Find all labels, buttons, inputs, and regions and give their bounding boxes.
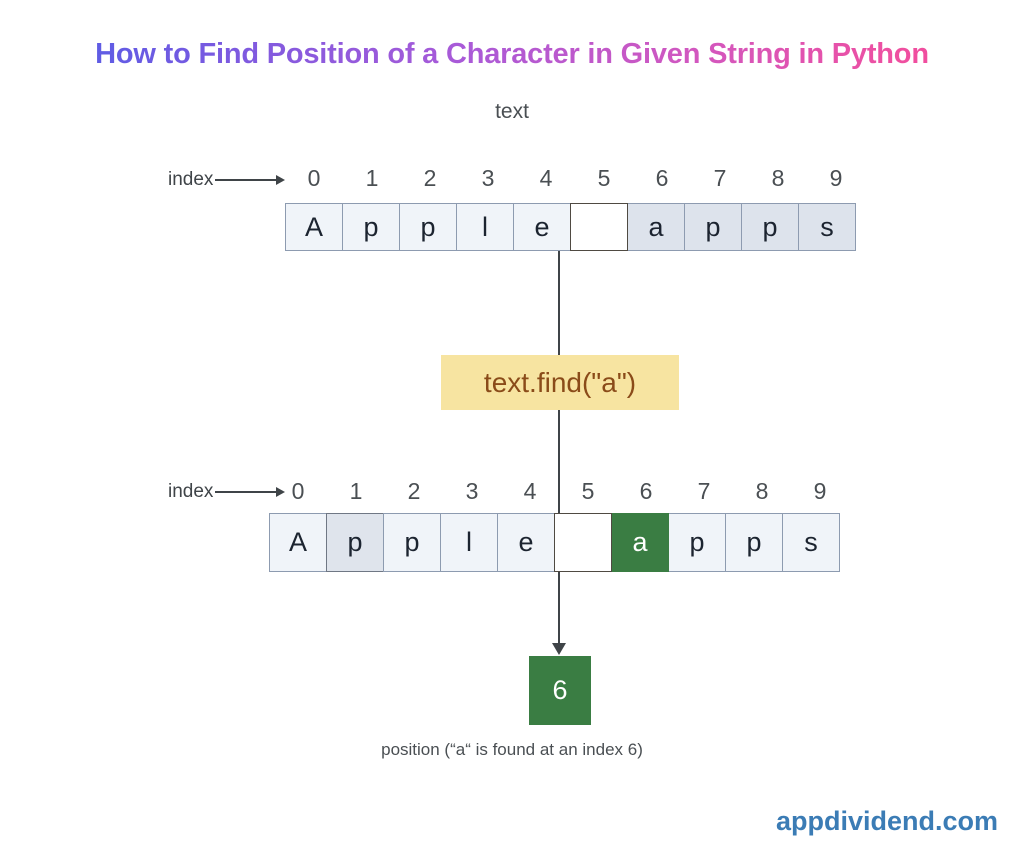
result-index-box: 6 [529,656,591,725]
index-number-2: 2 [423,165,437,191]
index-number-0: 0 [291,478,305,504]
index-number-4: 4 [523,478,537,504]
connector-line-to-result-box [558,572,560,644]
index-arrow-line-top [215,179,278,181]
index-numbers-bottom: 0 1 2 3 4 5 6 7 8 9 [269,478,849,505]
index-number-8: 8 [755,478,769,504]
arrow-head-result [552,643,566,655]
index-number-6: 6 [655,165,669,191]
index-numbers-top: 0 1 2 3 4 5 6 7 8 9 [285,165,865,192]
index-number-4: 4 [539,165,553,191]
index-number-0: 0 [307,165,321,191]
char-cell-result-string-5 [554,513,612,572]
char-cell-input-string-9: s [798,203,856,251]
char-cell-result-string-4: e [497,513,555,572]
char-cell-result-string-8: p [725,513,783,572]
char-cell-input-string-3: l [456,203,514,251]
char-cell-result-string-3: l [440,513,498,572]
char-cell-result-string-2: p [383,513,441,572]
char-cell-input-string-8: p [741,203,799,251]
index-number-5: 5 [581,478,595,504]
index-number-1: 1 [349,478,363,504]
index-number-5: 5 [597,165,611,191]
site-branding: appdividend.com [775,806,998,836]
char-cell-input-string-2: p [399,203,457,251]
result-caption: position (“a“ is found at an index 6) [381,740,643,759]
index-arrow-bottom: index [168,481,286,503]
connector-line-input-to-method [558,251,560,356]
index-number-1: 1 [365,165,379,191]
char-cell-result-string-0: A [269,513,327,572]
page-title: How to Find Position of a Character in G… [0,38,1024,71]
char-cell-input-string-7: p [684,203,742,251]
char-cell-input-string-1: p [342,203,400,251]
char-cell-result-string-9: s [782,513,840,572]
index-arrow-label-bottom: index [168,481,214,502]
index-arrow-head-bottom [276,487,286,497]
char-cell-input-string-4: e [513,203,571,251]
char-cell-result-string-1: p [326,513,384,572]
char-cell-input-string-0: A [285,203,343,251]
index-number-7: 7 [713,165,727,191]
index-number-7: 7 [697,478,711,504]
index-arrow-label-top: index [168,169,214,190]
index-number-3: 3 [481,165,495,191]
connector-line-method-to-result [558,410,560,514]
index-number-9: 9 [813,478,827,504]
char-cell-input-string-5 [570,203,628,251]
index-number-2: 2 [407,478,421,504]
index-arrow-line-bottom [215,491,278,493]
index-number-3: 3 [465,478,479,504]
index-arrow-head-top [276,175,286,185]
index-number-9: 9 [829,165,843,191]
index-number-8: 8 [771,165,785,191]
char-cell-result-string-7: p [668,513,726,572]
index-arrow-top: index [168,169,286,191]
method-call-box: text.find("a") [441,355,679,410]
char-cell-result-string-6: a [611,513,669,572]
variable-name-label: text [495,100,529,123]
index-number-6: 6 [639,478,653,504]
char-cell-input-string-6: a [627,203,685,251]
